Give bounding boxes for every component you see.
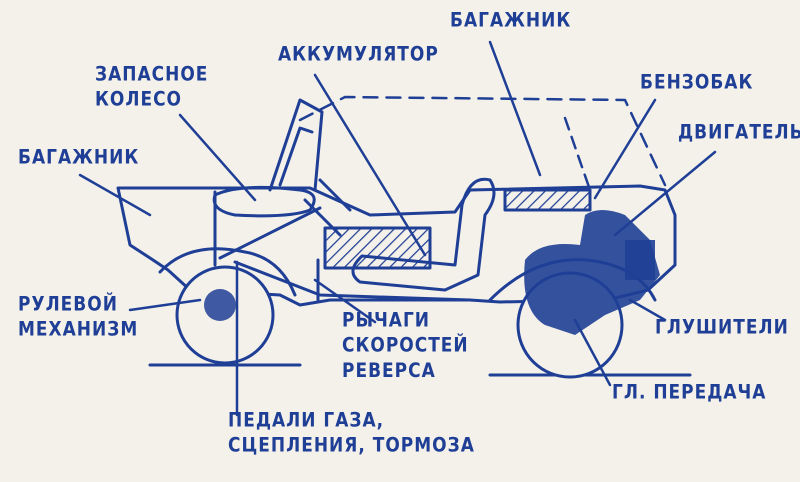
leader-fuel-tank (593, 98, 657, 200)
canopy-outline (298, 95, 667, 187)
leader-engine (613, 150, 717, 237)
label-levers: РЫЧАГИ СКОРОСТЕЙ РЕВЕРСА (342, 308, 469, 384)
canopy-rear-line (563, 116, 592, 192)
pedal-linkage (218, 206, 472, 302)
label-spare-wheel: ЗАПАСНОЕ КОЛЕСО (95, 62, 208, 113)
front-wheel-hub (204, 289, 236, 321)
label-levers-line1: РЫЧАГИ (342, 309, 431, 333)
leader-spare-wheel (178, 113, 257, 202)
muffler-shape (625, 240, 655, 280)
leader-levers (313, 278, 377, 324)
label-levers-line3: РЕВЕРСА (342, 359, 436, 383)
fuel-tank-box (503, 188, 592, 212)
label-steering: РУЛЕВОЙ МЕХАНИЗМ (18, 292, 138, 343)
label-steering-line1: РУЛЕВОЙ (18, 293, 118, 317)
label-trunk-top: БАГАЖНИК (450, 9, 572, 33)
label-main-drive: ГЛ. ПЕРЕДАЧА (612, 381, 767, 405)
leader-trunk-front (78, 173, 152, 217)
windshield-frame (268, 98, 324, 192)
label-pedals: ПЕДАЛИ ГАЗА, СЦЕПЛЕНИЯ, ТОРМОЗА (228, 408, 475, 459)
label-engine: ДВИГАТЕЛЬ (678, 121, 800, 145)
label-levers-line2: СКОРОСТЕЙ (342, 334, 469, 358)
label-spare-wheel-line1: ЗАПАСНОЕ (95, 63, 209, 87)
label-battery: АККУМУЛЯТОР (278, 43, 439, 67)
spare-wheel-shape (212, 185, 316, 218)
leader-battery (313, 73, 427, 257)
label-fuel-tank: БЕНЗОБАК (640, 71, 754, 95)
leader-mufflers (628, 298, 667, 322)
label-pedals-line1: ПЕДАЛИ ГАЗА, (228, 409, 385, 433)
label-steering-line2: МЕХАНИЗМ (18, 318, 139, 342)
leader-steering (128, 298, 202, 312)
leader-main-drive (573, 318, 612, 387)
label-mufflers: ГЛУШИТЕЛИ (655, 316, 789, 340)
windshield-inner (278, 126, 314, 187)
seat-shape (351, 177, 496, 292)
label-pedals-line2: СЦЕПЛЕНИЯ, ТОРМОЗА (228, 434, 475, 458)
leader-trunk-top (488, 40, 542, 177)
label-spare-wheel-line2: КОЛЕСО (95, 88, 183, 112)
front-fender (158, 247, 297, 297)
label-trunk-front: БАГАЖНИК (18, 146, 140, 170)
